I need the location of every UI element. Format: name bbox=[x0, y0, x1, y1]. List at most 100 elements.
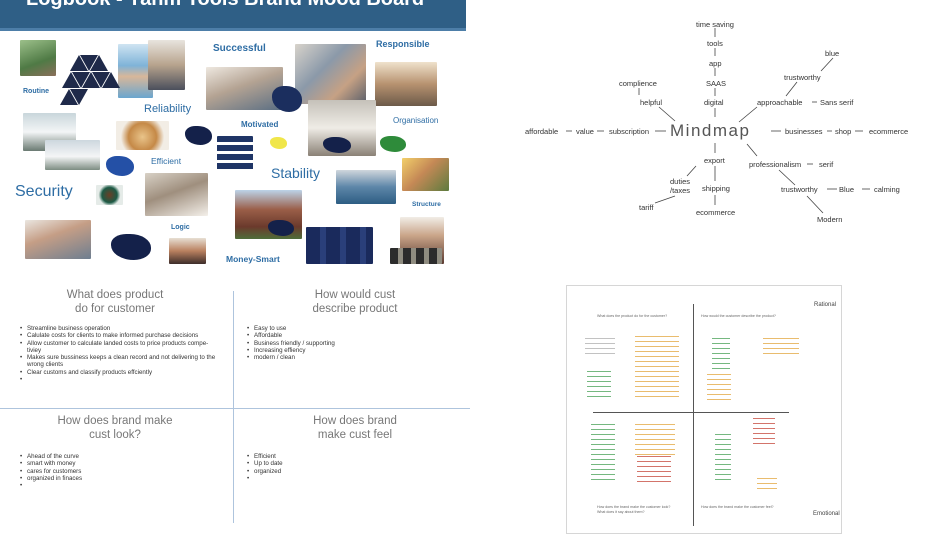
node-trustworthy-bottom: trustworthy bbox=[781, 185, 818, 194]
moodboard-title: Logbook - Yahm Tools Brand Mood Board bbox=[26, 0, 424, 11]
list-top-right: Easy to use Affordable Business friendly… bbox=[247, 325, 447, 362]
node-duties-label: duties bbox=[670, 177, 691, 186]
yellow-swatch bbox=[270, 137, 287, 149]
mindmap-panel: Mindmap time saving tools app SAAS digit… bbox=[515, 0, 951, 265]
rc-notes-top-right-green bbox=[712, 338, 730, 370]
title-top-right-line2: describe product bbox=[312, 303, 398, 315]
list-item: Easy to use bbox=[247, 325, 447, 333]
node-app: app bbox=[709, 59, 722, 68]
photo-woman-portrait bbox=[169, 238, 206, 264]
list-bottom-left: Ahead of the curve smart with money care… bbox=[20, 453, 220, 489]
list-item: Up to date bbox=[247, 460, 447, 468]
photo-office-team bbox=[295, 44, 366, 104]
photo-family bbox=[402, 158, 449, 191]
title-bottom-right-line1: How does brand bbox=[313, 415, 397, 427]
rc-notes-top-right-orange bbox=[707, 374, 731, 400]
node-ecommerce-bottom: ecommerce bbox=[696, 208, 736, 217]
list-bottom-right: Efficient Up to date organized bbox=[247, 453, 447, 482]
node-taxes-label: /taxes bbox=[670, 185, 691, 195]
node-blue-bottom: Blue bbox=[839, 185, 855, 194]
photo-pool bbox=[336, 170, 396, 204]
mindmap-center: Mindmap bbox=[670, 121, 751, 140]
word-logic: Logic bbox=[171, 224, 190, 231]
title-top-right-line1: How would cust bbox=[314, 289, 396, 301]
list-item: smart with money bbox=[20, 460, 220, 468]
quadrant-title-bottom-right: How does brand make cust feel bbox=[280, 414, 430, 442]
rc-notes-bottom-left-orange bbox=[635, 424, 675, 456]
rc-question-bottom-left-line1: How does the brand make the customer loo… bbox=[597, 505, 671, 509]
list-top-left: Streamline business operation Calulate c… bbox=[20, 325, 230, 383]
rc-notes-bottom-left-red bbox=[637, 456, 671, 482]
word-organisation: Organisation bbox=[393, 116, 439, 125]
word-stability: Stability bbox=[271, 165, 321, 181]
quadrant-title-top-right: How would cust describe product bbox=[280, 288, 430, 316]
node-affordable: affordable bbox=[525, 127, 559, 136]
list-item-line: Makes sure bussiness keeps a clean recor… bbox=[27, 354, 216, 362]
photo-meeting-table bbox=[206, 67, 283, 110]
list-item: Ahead of the curve bbox=[20, 453, 220, 461]
node-tools: tools bbox=[707, 39, 723, 48]
moodboard-header-accent bbox=[0, 28, 466, 31]
list-item: modern / clean bbox=[247, 354, 447, 362]
title-top-left-line1: What does product bbox=[66, 289, 164, 301]
rc-notes-bottom-right-orange bbox=[757, 478, 777, 492]
rc-notes-bottom-right-green bbox=[715, 434, 731, 482]
photo-white-sedan bbox=[45, 140, 100, 170]
word-security: Security bbox=[15, 183, 73, 200]
list-item: Makes sure bussiness keeps a clean recor… bbox=[20, 354, 230, 369]
navy-swatch-blob bbox=[323, 137, 351, 153]
rc-notes-top-left-green bbox=[587, 371, 611, 397]
node-modern: Modern bbox=[817, 215, 843, 224]
node-helpful: helpful bbox=[640, 98, 663, 107]
list-item-line: wrong clients bbox=[27, 361, 64, 369]
word-reliability: Reliability bbox=[144, 103, 192, 115]
node-digital: digital bbox=[704, 98, 724, 107]
node-professionalism: professionalism bbox=[749, 160, 802, 169]
node-sans-serif: Sans serif bbox=[820, 98, 854, 107]
rc-vertical-axis bbox=[693, 304, 694, 526]
list-item: Increasing effiency bbox=[247, 347, 447, 355]
quadrant-horizontal-divider bbox=[0, 408, 470, 409]
node-shipping: shipping bbox=[702, 184, 730, 193]
rc-question-bottom-left: How does the brand make the customer loo… bbox=[597, 505, 670, 515]
blue-swatch bbox=[106, 156, 134, 176]
word-responsible: Responsible bbox=[376, 39, 430, 49]
mindmap-connectors bbox=[566, 28, 870, 214]
quadrant-title-top-left: What does product do for customer bbox=[40, 288, 190, 316]
rc-label-emotional: Emotional bbox=[813, 511, 840, 517]
node-duties-taxes: duties /taxes bbox=[670, 177, 691, 195]
photo-man-standing bbox=[148, 40, 185, 90]
word-money-smart: Money-Smart bbox=[226, 254, 280, 264]
navy-blocks-pattern bbox=[306, 227, 373, 264]
list-item: organized bbox=[247, 468, 447, 476]
node-serif: serif bbox=[819, 160, 834, 169]
list-item: organized in finaces bbox=[20, 475, 220, 483]
node-value: value bbox=[576, 127, 594, 136]
node-time-saving: time saving bbox=[696, 20, 734, 29]
green-swatch bbox=[380, 136, 406, 152]
rc-question-top-left: What does the product do for the custome… bbox=[597, 314, 668, 318]
photo-open-office bbox=[375, 62, 437, 106]
node-tariff: tariff bbox=[639, 203, 654, 212]
photo-walking-couple bbox=[20, 40, 56, 76]
rc-question-bottom-left-line2: What does it say about them? bbox=[597, 510, 645, 514]
photo-food-plate bbox=[116, 121, 169, 150]
list-item-line: Allow customer to calculate landed costs… bbox=[27, 339, 209, 347]
rc-notes-top-left-orange bbox=[635, 336, 679, 400]
word-efficient: Efficient bbox=[151, 156, 182, 166]
title-bottom-right-line2: make cust feel bbox=[317, 429, 393, 441]
rc-notes-top-left-gray bbox=[585, 338, 615, 358]
rc-notes-bottom-right-red bbox=[753, 418, 775, 448]
node-blue-top: blue bbox=[825, 49, 840, 58]
word-successful: Successful bbox=[213, 43, 266, 54]
rc-horizontal-axis bbox=[593, 412, 789, 413]
list-item: Efficient bbox=[247, 453, 447, 461]
list-item: Streamline business operation bbox=[20, 325, 230, 333]
rc-notes-bottom-left-green bbox=[591, 424, 615, 480]
node-shop: shop bbox=[835, 127, 852, 136]
list-item: Clear customs and classify products effc… bbox=[20, 369, 230, 377]
list-item: Calulate costs for clients to make infor… bbox=[20, 332, 230, 340]
node-approachable: approachable bbox=[757, 98, 803, 107]
photo-desk-laptop bbox=[145, 173, 208, 216]
photo-coffee-cup bbox=[96, 185, 123, 205]
